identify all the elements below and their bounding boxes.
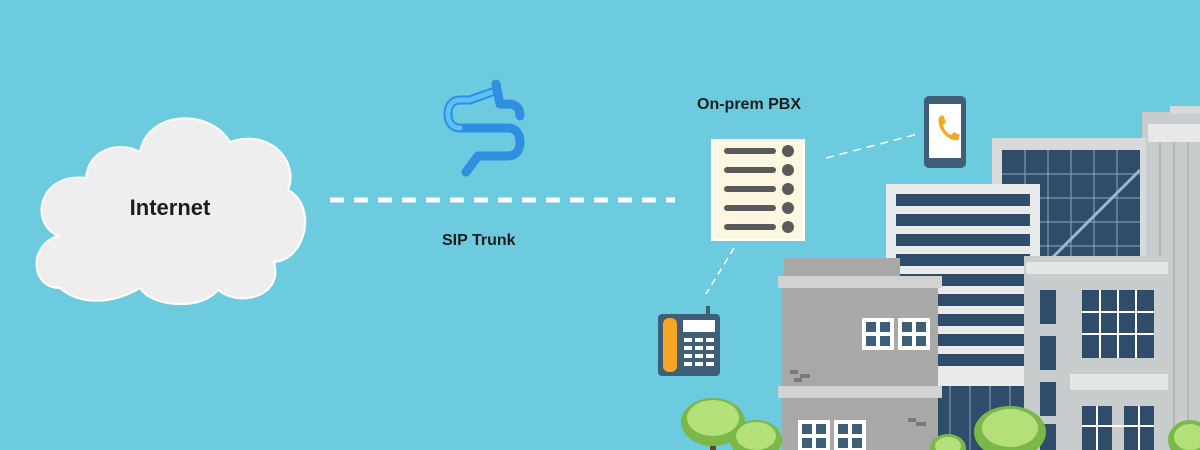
tree-illustration: [681, 398, 1200, 450]
desk-phone-icon: [658, 306, 720, 376]
mobile-connector-line: [825, 133, 919, 159]
internet-label: Internet: [129, 195, 211, 220]
sip-logo-icon: [443, 79, 525, 177]
mobile-phone-icon: [924, 96, 966, 168]
sip-trunk-label: SIP Trunk: [442, 232, 516, 249]
pbx-label: On-prem PBX: [697, 96, 802, 113]
cloud-icon: [35, 117, 307, 305]
pbx-server-icon: [711, 139, 805, 241]
city-buildings-illustration: [778, 106, 1200, 450]
deskphone-connector-line: [705, 247, 735, 295]
